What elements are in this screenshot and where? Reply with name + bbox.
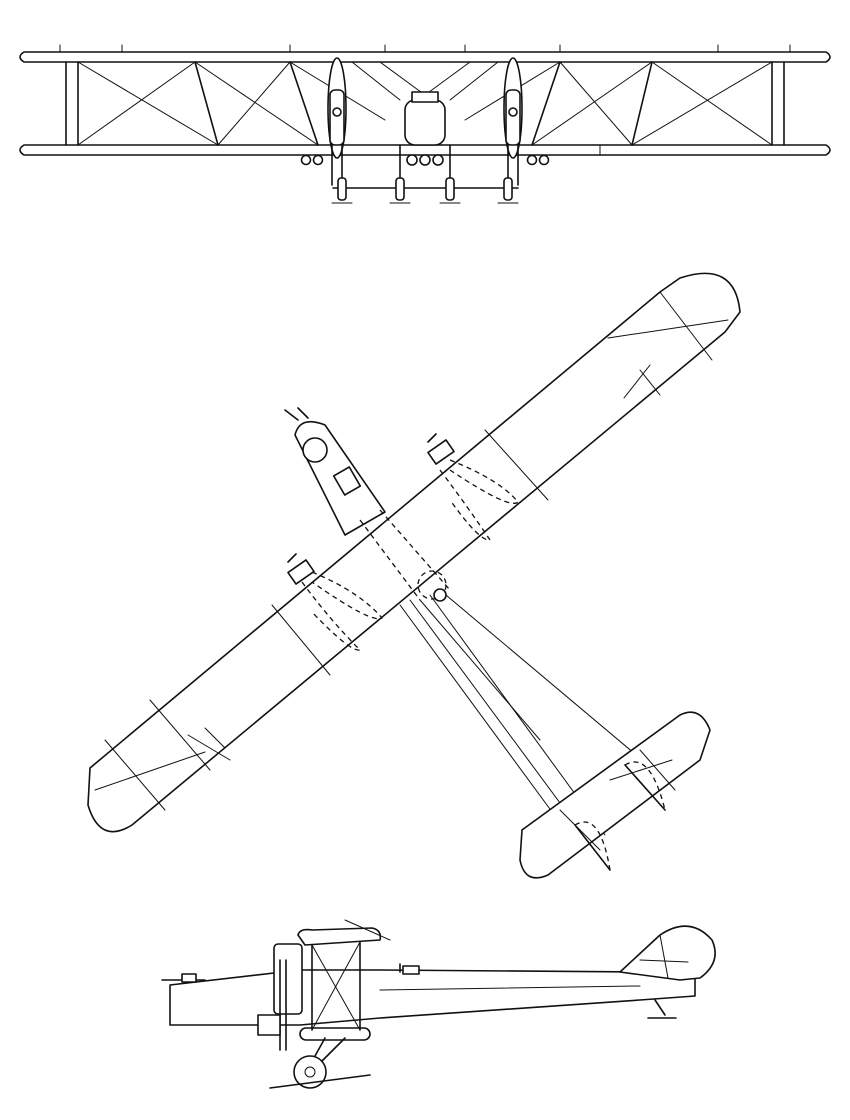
side-view [0,900,850,1120]
front-upper-wing [19,44,831,63]
front-fuselage [399,91,451,189]
side-fuselage [161,963,696,1026]
plan-gunner-ring [417,570,447,602]
plan-main-wing [87,272,741,833]
front-engine-left [327,57,347,186]
plan-engine-right [427,433,519,541]
plan-fuselage-nose [284,407,451,601]
front-lower-wing [19,144,831,156]
front-wing-bombs [300,154,550,166]
side-landing-gear [269,1037,371,1089]
side-engine [257,943,303,1051]
side-wings [297,919,391,1041]
front-view [0,0,850,220]
side-tail-fin [619,925,716,1019]
plan-tailplane [519,711,711,879]
front-engine-right [503,57,523,186]
front-landing-gear [331,177,519,204]
plan-engine-left [287,553,383,651]
plan-view [0,220,850,900]
front-interplane-struts [65,61,785,146]
